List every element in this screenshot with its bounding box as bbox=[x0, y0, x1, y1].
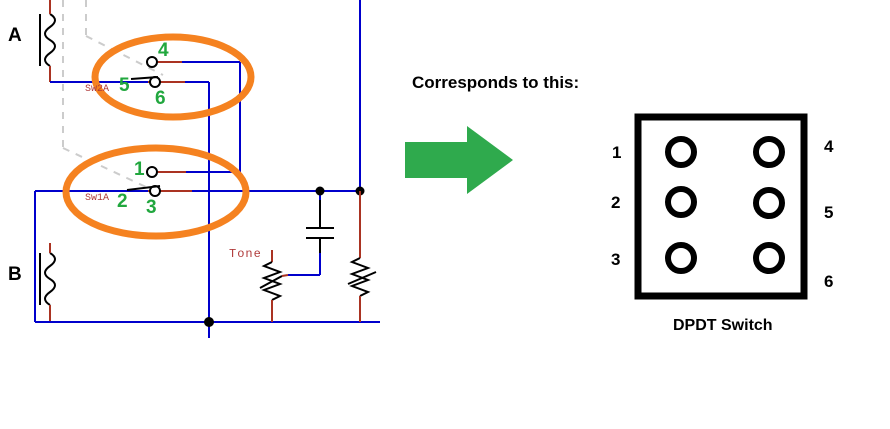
green-arrow-icon bbox=[405, 126, 513, 194]
dpdt-terminal-2 bbox=[665, 186, 697, 218]
corresponds-heading: Corresponds to this: bbox=[412, 73, 580, 92]
tone-potentiometer bbox=[259, 250, 289, 322]
wire-network-blue bbox=[34, 0, 380, 338]
switch-sw1a bbox=[126, 166, 161, 197]
dpdt-caption: DPDT Switch bbox=[673, 317, 773, 334]
dpdt-label-2: 2 bbox=[611, 193, 621, 212]
schematic-pin-2: 2 bbox=[117, 191, 128, 212]
switch-sw2a bbox=[130, 56, 161, 88]
schematic-pin-4: 4 bbox=[158, 40, 169, 61]
dpdt-label-5: 5 bbox=[824, 203, 834, 222]
dpdt-terminal-3 bbox=[665, 242, 697, 274]
switch-2a-label: Sw2A bbox=[85, 84, 110, 95]
switch-sw2a-terminal-6 bbox=[149, 76, 161, 88]
dpdt-label-1: 1 bbox=[612, 143, 622, 162]
dashed-guide-lines bbox=[62, 0, 164, 196]
highlight-ellipses bbox=[62, 33, 255, 240]
dpdt-terminal-1 bbox=[665, 136, 697, 168]
dpdt-label-4: 4 bbox=[824, 137, 834, 156]
switch-sw2a-terminal-4 bbox=[146, 56, 158, 68]
junction-dot-tone bbox=[315, 186, 325, 196]
switch-sw2a-blade bbox=[130, 76, 159, 80]
pickup-coil-a bbox=[39, 0, 56, 82]
dpdt-switch-box bbox=[634, 113, 808, 300]
schematic-pin-5: 5 bbox=[119, 75, 130, 96]
volume-potentiometer bbox=[347, 191, 377, 322]
switch-1a-label: Sw1A bbox=[85, 193, 110, 204]
junction-dot-ground bbox=[204, 317, 214, 327]
highlight-ellipse-lower bbox=[62, 144, 250, 240]
dpdt-label-3: 3 bbox=[611, 250, 621, 269]
highlight-ellipse-upper bbox=[91, 33, 255, 121]
pickup-coil-b bbox=[39, 243, 56, 322]
switch-sw1a-terminal-1 bbox=[146, 166, 158, 178]
wire-junction-dots bbox=[204, 186, 365, 327]
schematic-pin-3: 3 bbox=[146, 197, 157, 218]
dpdt-terminals bbox=[665, 136, 785, 274]
schematic-pin-6: 6 bbox=[155, 88, 166, 109]
dpdt-terminal-5 bbox=[753, 187, 785, 219]
schematic-pin-1: 1 bbox=[134, 159, 145, 180]
switch-sw1a-blade bbox=[126, 185, 161, 191]
coil-b-label: B bbox=[8, 264, 22, 285]
dpdt-terminal-6 bbox=[753, 242, 785, 274]
dpdt-label-6: 6 bbox=[824, 272, 834, 291]
dpdt-terminal-4 bbox=[753, 136, 785, 168]
tone-capacitor bbox=[306, 200, 334, 253]
tone-pot-label: Tone bbox=[229, 247, 262, 261]
coil-a-label: A bbox=[8, 25, 22, 46]
